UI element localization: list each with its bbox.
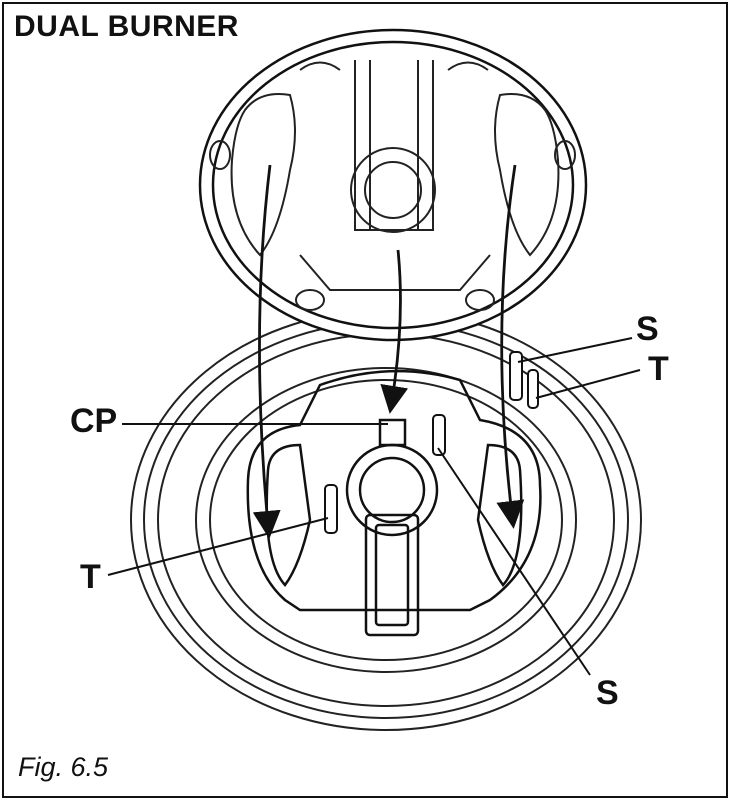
arrow-left <box>252 164 281 539</box>
leader-s-top-right <box>517 337 633 363</box>
assembly-arrows <box>252 164 525 539</box>
base-electrodes <box>324 351 539 534</box>
burner-cap-details <box>209 60 576 311</box>
leader-t-left <box>107 517 329 576</box>
label-s-top-right: S <box>636 310 659 348</box>
burner-cap <box>198 28 588 342</box>
label-s-bottom: S <box>596 674 619 712</box>
leader-s-bottom <box>437 447 591 676</box>
burner-base <box>130 309 642 731</box>
leader-t-top-right <box>535 369 641 399</box>
callout-leaders <box>107 337 641 676</box>
label-cp: CP <box>70 402 118 440</box>
figure-title: DUAL BURNER <box>14 10 239 43</box>
label-t-left: T <box>80 558 101 596</box>
label-t-top-right: T <box>648 350 669 388</box>
arrow-center <box>380 249 409 414</box>
arrow-right <box>496 164 525 529</box>
figure-caption: Fig. 6.5 <box>18 752 109 782</box>
